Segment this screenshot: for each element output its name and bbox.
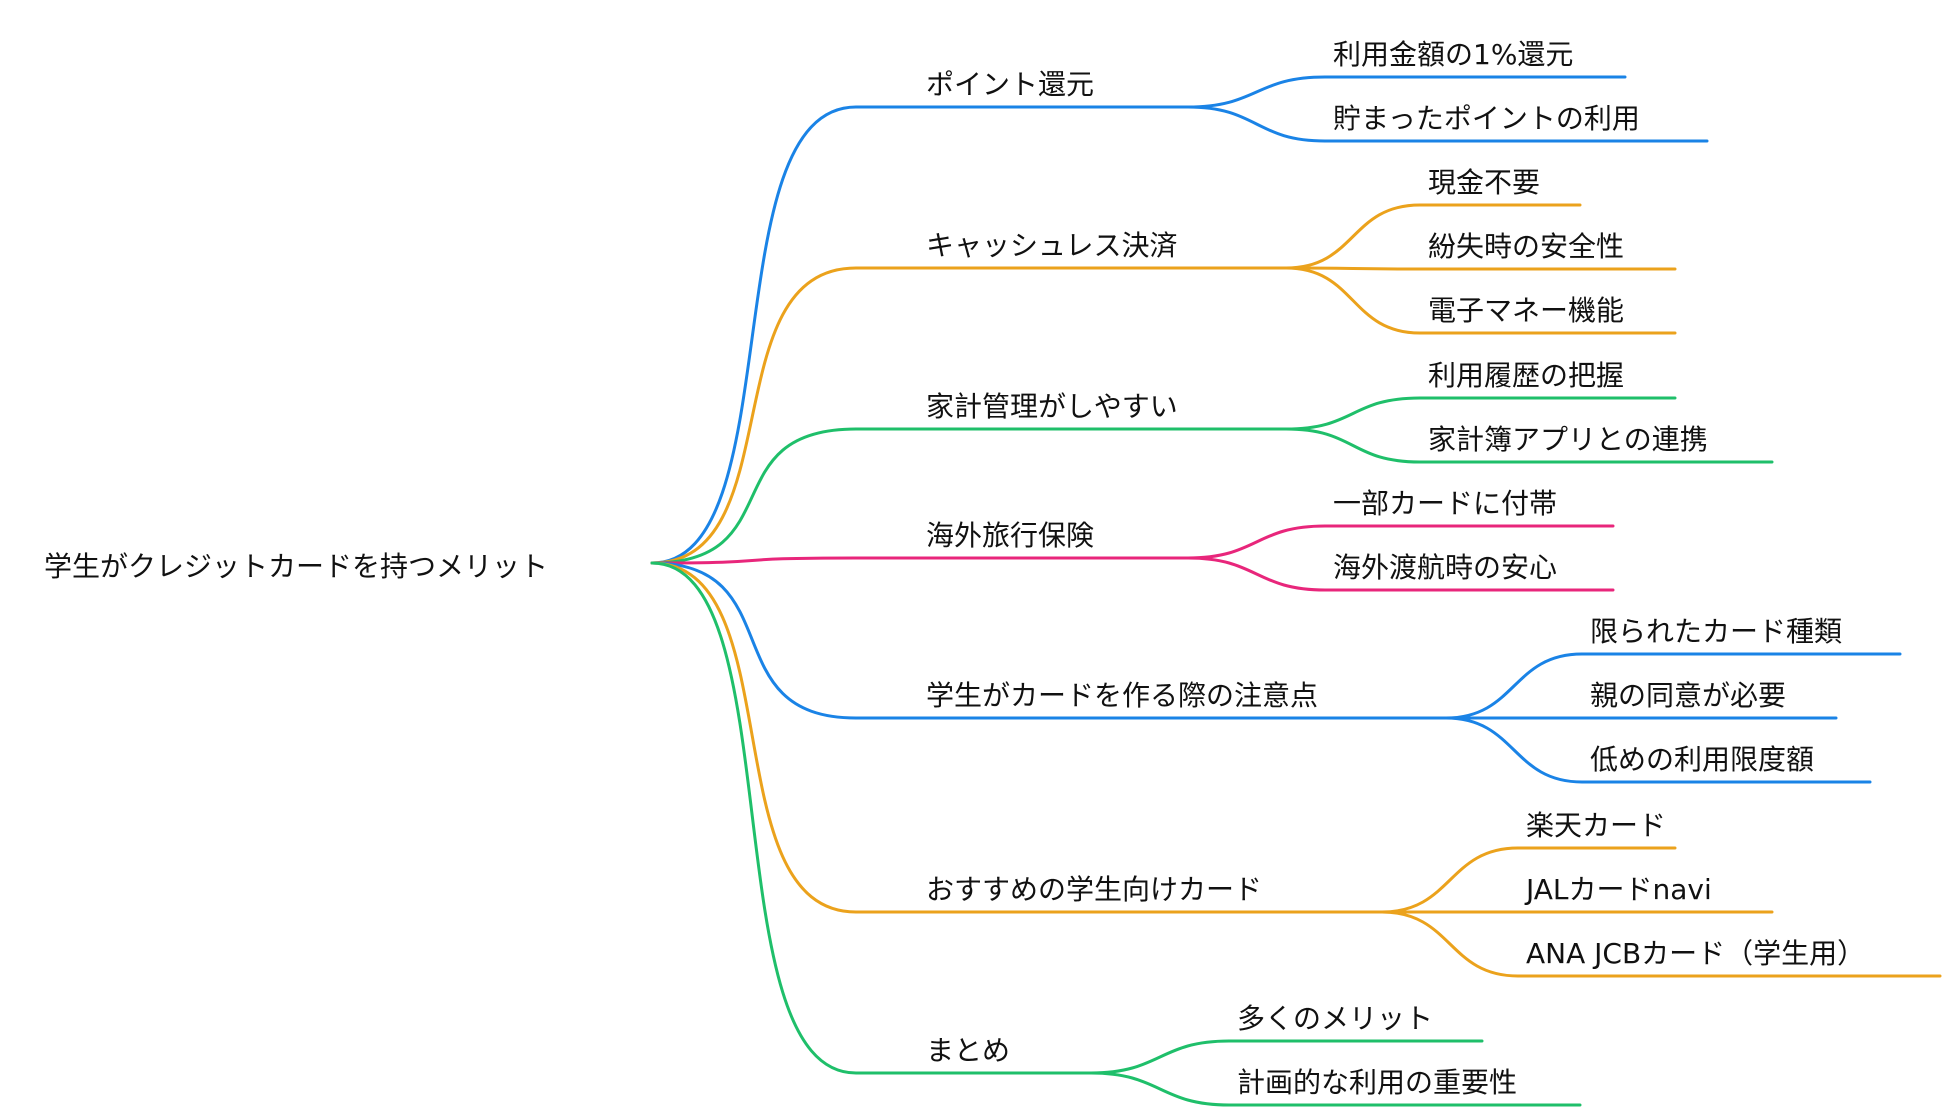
leaf-connector bbox=[1284, 266, 1677, 335]
leaf-connector bbox=[1284, 427, 1774, 464]
leaf-label: 低めの利用限度額 bbox=[1590, 743, 1814, 776]
leaf-connector bbox=[1186, 556, 1615, 592]
branch-label: まとめ bbox=[926, 1034, 1010, 1067]
branch-label: おすすめの学生向けカード bbox=[926, 873, 1262, 906]
leaf-label: 限られたカード種類 bbox=[1590, 615, 1842, 648]
leaf-label: 家計簿アプリとの連携 bbox=[1428, 423, 1708, 456]
leaf-label: 多くのメリット bbox=[1237, 1002, 1433, 1035]
root-node-label: 学生がクレジットカードを持つメリット bbox=[44, 550, 548, 583]
branch-connector bbox=[650, 561, 1448, 720]
leaf-connector bbox=[1186, 524, 1615, 560]
leaf-connector bbox=[1284, 396, 1677, 431]
leaf-label: 計画的な利用の重要性 bbox=[1237, 1066, 1517, 1099]
leaf-connector bbox=[1444, 716, 1872, 784]
leaf-connector bbox=[1284, 203, 1582, 270]
branch-label: ポイント還元 bbox=[926, 68, 1094, 101]
leaf-label: 親の同意が必要 bbox=[1590, 679, 1786, 712]
branch-connector bbox=[650, 105, 1190, 565]
branch-label: 学生がカードを作る際の注意点 bbox=[926, 679, 1318, 712]
branch-connector bbox=[650, 556, 1190, 565]
leaf-label: 紛失時の安全性 bbox=[1428, 230, 1624, 263]
connector-lines bbox=[650, 75, 1942, 1107]
leaf-label: 貯まったポイントの利用 bbox=[1333, 102, 1640, 135]
branch-label: 家計管理がしやすい bbox=[926, 390, 1178, 423]
leaf-label: 海外渡航時の安心 bbox=[1333, 551, 1557, 584]
leaf-label: 現金不要 bbox=[1428, 166, 1540, 199]
leaf-connector bbox=[1089, 1071, 1582, 1107]
leaf-label: 楽天カード bbox=[1526, 809, 1666, 842]
branch-connector bbox=[650, 427, 1288, 565]
branch-connector bbox=[650, 266, 1288, 565]
leaf-label: JALカードnavi bbox=[1524, 873, 1712, 906]
leaf-connector bbox=[1089, 1039, 1484, 1075]
leaf-label: 電子マネー機能 bbox=[1428, 294, 1624, 327]
leaf-connector bbox=[1380, 846, 1677, 914]
leaf-label: 利用履歴の把握 bbox=[1428, 359, 1624, 392]
leaf-connector bbox=[1284, 266, 1677, 271]
leaf-connector bbox=[1186, 105, 1709, 143]
leaf-connector bbox=[1186, 75, 1627, 109]
node-labels: 学生がクレジットカードを持つメリット ポイント還元 利用金額の1%還元貯まったポイ… bbox=[44, 38, 1865, 1099]
branch-connector bbox=[650, 561, 1384, 914]
leaf-connector bbox=[1444, 652, 1902, 720]
leaf-connector bbox=[1380, 910, 1942, 978]
leaf-label: 一部カードに付帯 bbox=[1333, 487, 1557, 520]
branch-label: 海外旅行保険 bbox=[926, 519, 1094, 552]
leaf-label: ANA JCBカード（学生用） bbox=[1526, 937, 1865, 970]
branch-connector bbox=[650, 561, 1093, 1075]
branch-label: キャッシュレス決済 bbox=[926, 229, 1177, 262]
leaf-label: 利用金額の1%還元 bbox=[1333, 38, 1573, 71]
